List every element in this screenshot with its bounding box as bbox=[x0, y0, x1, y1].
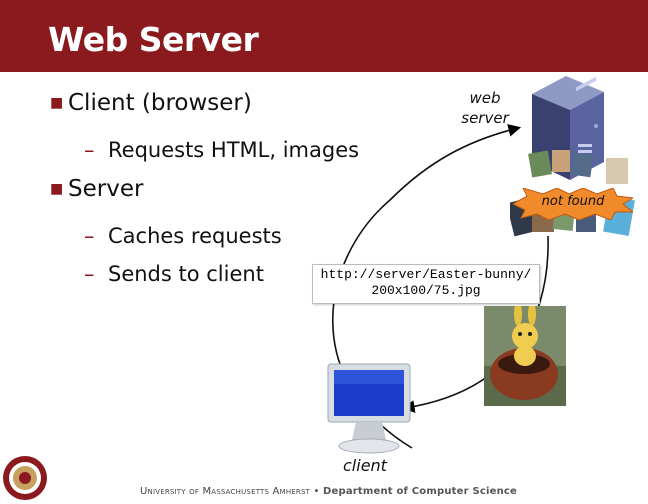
url-box: http://server/Easter-bunny/ 200x100/75.j… bbox=[312, 264, 540, 304]
sub-bullet-caches: –Caches requests bbox=[84, 224, 282, 248]
monitor-icon bbox=[327, 363, 411, 454]
footer: University of Massachusetts Amherst • De… bbox=[140, 486, 517, 497]
bullet-server-text: Server bbox=[68, 176, 144, 202]
bullet-marker-icon: ■ bbox=[50, 181, 64, 197]
bullet-marker-icon: ■ bbox=[50, 95, 64, 111]
sub-bullet-sends-text: Sends to client bbox=[108, 262, 264, 286]
sub-bullet-caches-text: Caches requests bbox=[108, 224, 282, 248]
sub-bullet-sends: –Sends to client bbox=[84, 262, 264, 286]
footer-separator: • bbox=[313, 486, 320, 497]
footer-university: University of Massachusetts Amherst bbox=[140, 486, 311, 497]
dash-icon: – bbox=[84, 262, 95, 286]
dash-icon: – bbox=[84, 138, 95, 162]
server-label-line1: web bbox=[469, 89, 501, 107]
server-label: web server bbox=[456, 88, 514, 128]
bullet-client-text: Client (browser) bbox=[68, 90, 252, 116]
footer-department: Department of Computer Science bbox=[322, 486, 518, 497]
sub-bullet-requests: –Requests HTML, images bbox=[84, 138, 359, 162]
bullet-client: ■Client (browser) bbox=[50, 90, 252, 116]
not-found-label: not found bbox=[541, 194, 605, 209]
url-line2: 200x100/75.jpg bbox=[371, 283, 481, 298]
bullet-server: ■Server bbox=[50, 176, 143, 202]
not-found-badge: not found bbox=[513, 188, 633, 220]
slide-title: Web Server bbox=[48, 20, 259, 59]
server-label-line2: server bbox=[461, 109, 509, 127]
umass-seal bbox=[3, 456, 47, 500]
url-line1: http://server/Easter-bunny/ bbox=[320, 267, 532, 282]
sub-bullet-requests-text: Requests HTML, images bbox=[108, 138, 360, 162]
title-bar: Web Server bbox=[0, 0, 648, 72]
dash-icon: – bbox=[84, 224, 95, 248]
client-label: client bbox=[343, 456, 387, 475]
bunny-image bbox=[484, 306, 566, 406]
